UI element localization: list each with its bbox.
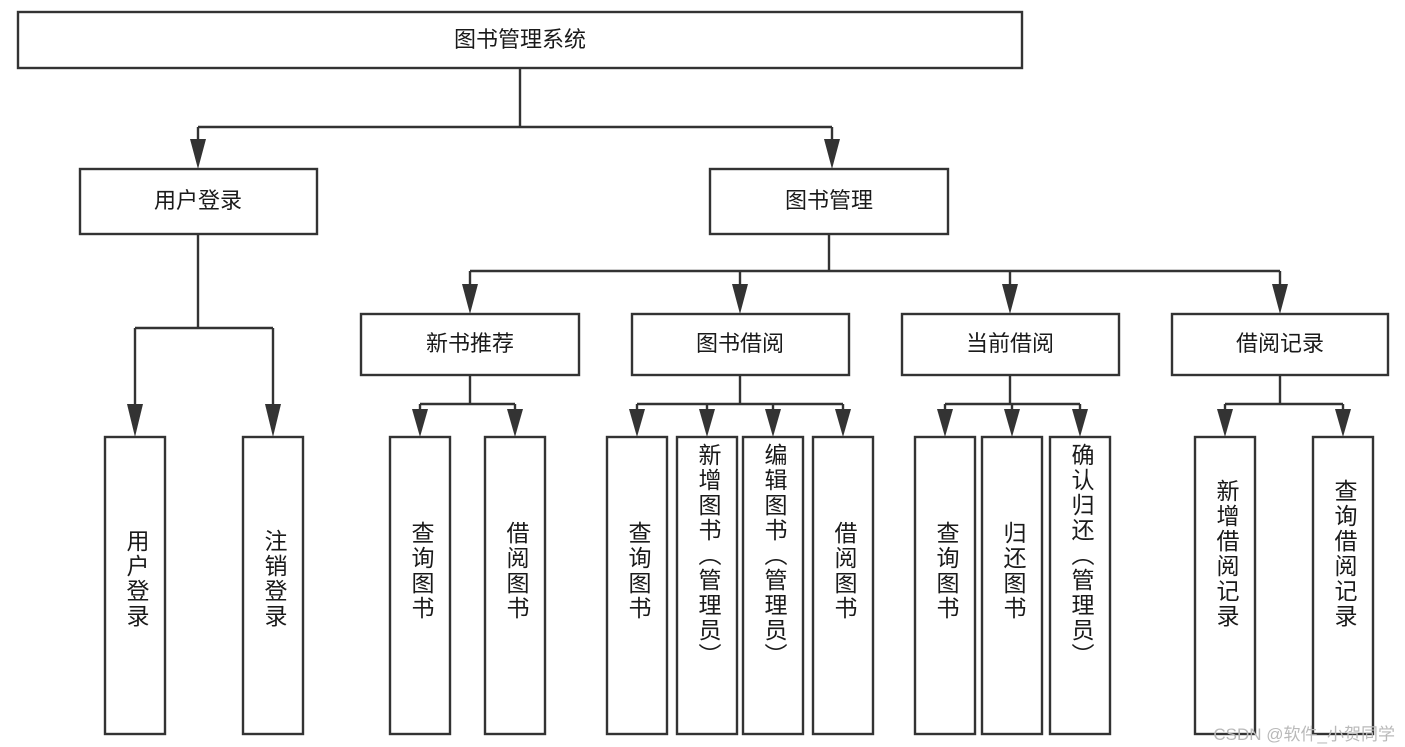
node-user-login[interactable]: 用户登录 bbox=[78, 167, 319, 236]
arrow-head-icon bbox=[835, 409, 851, 437]
connector-group-current-borrow bbox=[937, 375, 1088, 437]
connector-group-user-login bbox=[127, 234, 281, 437]
leaf-box-return-book[interactable] bbox=[980, 435, 1044, 736]
arrow-head-icon bbox=[937, 409, 953, 437]
node-borrow-record-box[interactable] bbox=[1170, 312, 1390, 377]
arrow-head-icon bbox=[699, 409, 715, 437]
arrow-head-icon bbox=[1002, 284, 1018, 314]
leaf-box-query-book-current[interactable] bbox=[913, 435, 977, 736]
arrow-head-icon bbox=[1072, 409, 1088, 437]
node-book-borrow-box[interactable] bbox=[630, 312, 851, 377]
leaf-box-edit-book[interactable] bbox=[741, 435, 805, 736]
arrow-head-icon bbox=[190, 139, 206, 169]
node-root[interactable]: 图书管理系统 bbox=[16, 10, 1024, 70]
arrow-head-icon bbox=[127, 404, 143, 437]
node-new-book-recommend-label: 新书推荐 bbox=[426, 331, 514, 356]
leaf-box-add-borrow-record[interactable] bbox=[1193, 435, 1257, 736]
node-book-borrow[interactable]: 图书借阅 bbox=[630, 312, 851, 377]
node-book-management-label: 图书管理 bbox=[785, 188, 873, 213]
leaf-box-borrow-book-new[interactable] bbox=[483, 435, 547, 736]
node-user-login-label: 用户登录 bbox=[154, 188, 242, 213]
csdn-watermark: CSDN @软件_小贺同学 bbox=[1213, 725, 1395, 744]
node-borrow-record-label: 借阅记录 bbox=[1236, 331, 1324, 356]
leaf-box-borrow-book[interactable] bbox=[811, 435, 875, 736]
leaf-box-query-book-borrow[interactable] bbox=[605, 435, 669, 736]
node-root-box[interactable] bbox=[16, 10, 1024, 70]
arrow-head-icon bbox=[732, 284, 748, 314]
node-current-borrow-label: 当前借阅 bbox=[966, 331, 1054, 356]
arrow-head-icon bbox=[1335, 409, 1351, 437]
connector-group-book-mgmt bbox=[462, 234, 1288, 314]
leaf-box-query-book-new[interactable] bbox=[388, 435, 452, 736]
leaf-box-query-borrow-record[interactable] bbox=[1311, 435, 1375, 736]
connector-group-borrow-record bbox=[1217, 375, 1351, 437]
leaf-box-logout[interactable] bbox=[241, 435, 305, 736]
node-book-management-box[interactable] bbox=[708, 167, 950, 236]
arrow-head-icon bbox=[1217, 409, 1233, 437]
arrow-head-icon bbox=[507, 409, 523, 437]
arrow-head-icon bbox=[1272, 284, 1288, 314]
connector-group-root bbox=[190, 68, 840, 169]
arrow-head-icon bbox=[765, 409, 781, 437]
node-new-book-recommend-box[interactable] bbox=[359, 312, 581, 377]
node-user-login-box[interactable] bbox=[78, 167, 319, 236]
leaf-box-user-login[interactable] bbox=[103, 435, 167, 736]
arrow-head-icon bbox=[412, 409, 428, 437]
arrow-head-icon bbox=[1004, 409, 1020, 437]
node-root-label: 图书管理系统 bbox=[454, 27, 586, 52]
arrow-head-icon bbox=[629, 409, 645, 437]
arrow-head-icon bbox=[462, 284, 478, 314]
node-borrow-record[interactable]: 借阅记录 bbox=[1170, 312, 1390, 377]
arrow-head-icon bbox=[265, 404, 281, 437]
node-book-borrow-label: 图书借阅 bbox=[696, 331, 784, 356]
leaf-box-add-book[interactable] bbox=[675, 435, 739, 736]
leaf-box-confirm-return[interactable] bbox=[1048, 435, 1112, 736]
connector-group-book-borrow bbox=[629, 375, 851, 437]
arrow-head-icon bbox=[824, 139, 840, 169]
node-current-borrow-box[interactable] bbox=[900, 312, 1121, 377]
node-book-management[interactable]: 图书管理 bbox=[708, 167, 950, 236]
connector-group-new-book bbox=[412, 375, 523, 437]
node-current-borrow[interactable]: 当前借阅 bbox=[900, 312, 1121, 377]
node-new-book-recommend[interactable]: 新书推荐 bbox=[359, 312, 581, 377]
